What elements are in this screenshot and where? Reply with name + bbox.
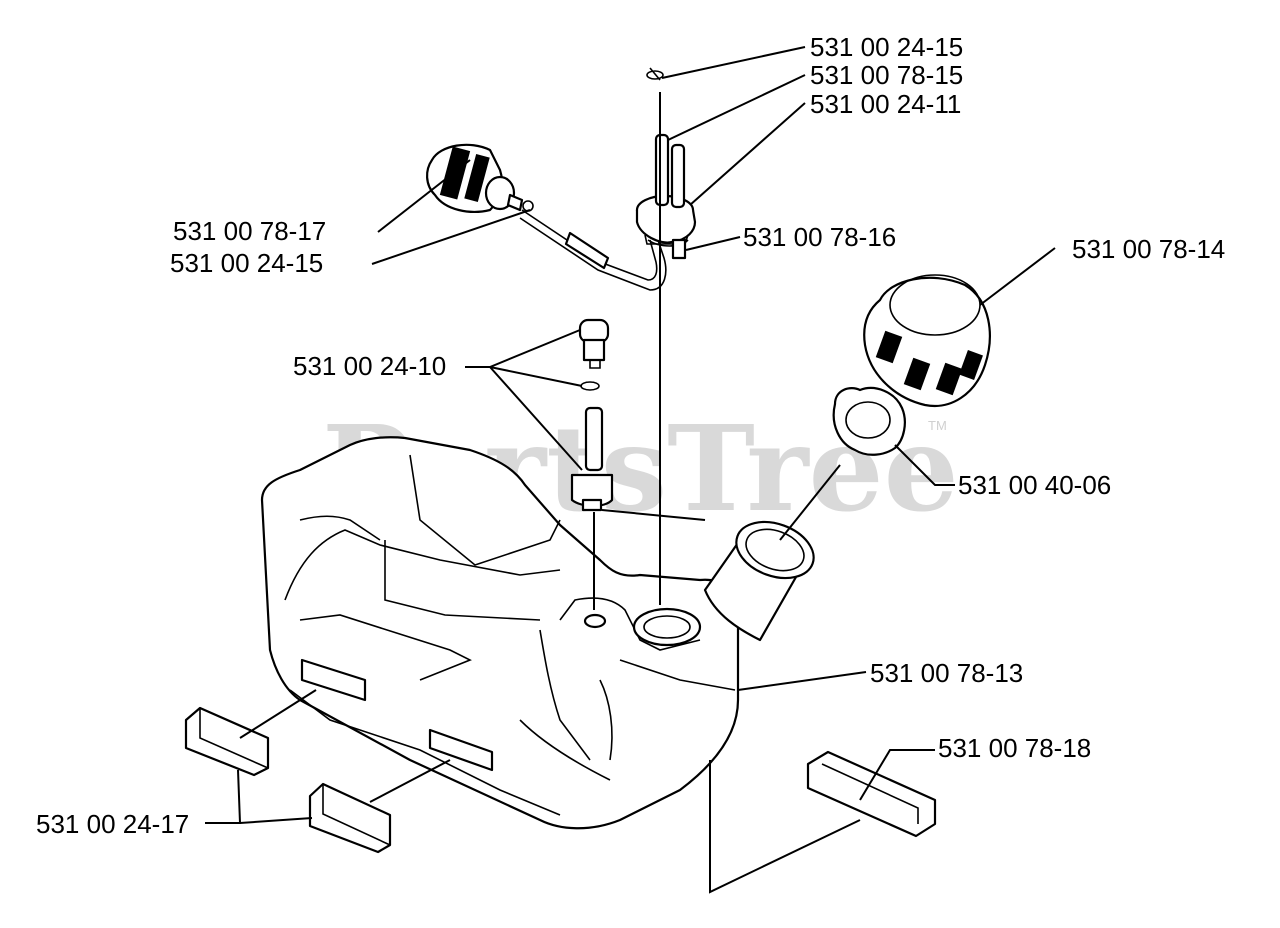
fuel-filter[interactable]	[426, 143, 524, 213]
return-valve[interactable]	[671, 238, 687, 260]
fuel-cap[interactable]	[863, 274, 991, 408]
label-531-00-78-15[interactable]: 531 00 78-15	[810, 60, 963, 90]
label-531-00-24-17[interactable]: 531 00 24-17	[36, 809, 189, 839]
label-531-00-78-16[interactable]: 531 00 78-16	[743, 222, 896, 252]
hose-clip-top[interactable]	[646, 67, 664, 81]
tank-grommet[interactable]	[635, 194, 697, 247]
label-531-00-24-15-top[interactable]: 531 00 24-15	[810, 32, 963, 62]
cap-seal[interactable]	[832, 386, 906, 456]
tank-vent[interactable]	[570, 318, 614, 512]
label-531-00-78-14[interactable]: 531 00 78-14	[1072, 234, 1225, 264]
label-531-00-78-18[interactable]: 531 00 78-18	[938, 733, 1091, 763]
rubber-mount-left[interactable]	[184, 706, 270, 777]
leader-lines	[205, 46, 1056, 894]
fuel-tank[interactable]	[260, 436, 821, 830]
fuel-hose[interactable]	[519, 209, 667, 291]
rubber-mount-right[interactable]	[806, 750, 937, 838]
watermark-tm: TM	[928, 418, 947, 433]
label-531-00-24-15-left[interactable]: 531 00 24-15	[170, 248, 323, 278]
label-531-00-78-13[interactable]: 531 00 78-13	[870, 658, 1023, 688]
hose-clip-left[interactable]	[522, 200, 534, 212]
rubber-mount-middle[interactable]	[308, 782, 392, 854]
label-531-00-24-10[interactable]: 531 00 24-10	[293, 351, 446, 381]
label-531-00-40-06[interactable]: 531 00 40-06	[958, 470, 1111, 500]
label-531-00-24-11[interactable]: 531 00 24-11	[810, 89, 961, 119]
label-531-00-78-17[interactable]: 531 00 78-17	[173, 216, 326, 246]
